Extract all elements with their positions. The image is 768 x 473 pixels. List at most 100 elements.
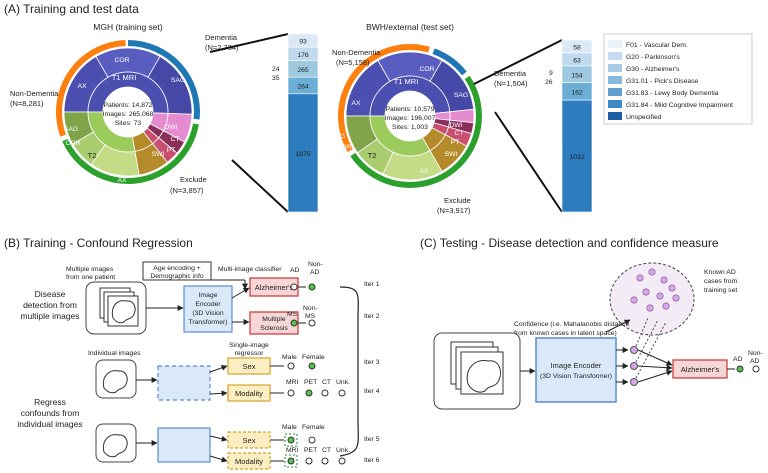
cohort-ring-segment (338, 44, 430, 153)
bwh-bar-side-label: 9 (549, 70, 553, 77)
sex-regressor-label: Sex (243, 436, 256, 445)
iter-label: Iter 1 (364, 281, 380, 288)
brain-icon (466, 359, 502, 393)
multi-image-stack (85, 281, 147, 335)
bar-segment-value: 58 (573, 44, 581, 51)
mgh-pt-label: PT (167, 147, 176, 154)
pet-label: PET (304, 447, 317, 454)
test-image-encoder (535, 337, 617, 403)
known-ad-point (646, 304, 654, 312)
pet-node (305, 389, 313, 397)
mgh-title: MGH (training set) (93, 22, 163, 32)
bwh-swi-label: SWI (445, 151, 458, 158)
cohort-ring-segment (56, 40, 126, 137)
test-alzheimers-label: Alzheimer's (681, 365, 720, 374)
legend-swatch (608, 88, 622, 96)
bwh-sag2-label: SAG (331, 133, 345, 140)
legend-swatch (608, 64, 622, 72)
mgh-center-images: Images: 265,068 (103, 111, 154, 118)
modality-regressor-label: Modality (235, 457, 263, 466)
bwh-center-patients: Patients: 10,579 (385, 106, 434, 113)
target-highlight (284, 454, 298, 468)
bwh-center-sites: Sites: 1,003 (392, 124, 428, 131)
unk-node (338, 389, 346, 397)
known-ad-point (660, 276, 668, 284)
bwh-zoom-line-top (473, 39, 563, 85)
known-ad-label: training set (704, 287, 737, 294)
panel-c-title: (C) Testing - Disease detection and conf… (420, 236, 719, 250)
bar-segment-value: 93 (299, 39, 307, 46)
bwh-t2-label: T2 (368, 151, 377, 160)
mgh-t1-label: T1 MRI (112, 73, 137, 82)
bwh-bar-side-label: 26 (545, 79, 553, 86)
mri-node (287, 389, 295, 397)
distance-line (635, 317, 649, 347)
arrow (637, 369, 673, 383)
mgh-bar-side-label: 24 (272, 66, 280, 73)
legend-entry: G31.83 - Lewy Body Dementia (626, 90, 719, 97)
mri-label: MRI (286, 379, 299, 386)
mgh-non-dementia-label: Non-Dementia (10, 89, 59, 98)
mgh-bar-side-label: 35 (272, 75, 280, 82)
mgh-ax-label: AX (77, 83, 87, 90)
mgh-center-sites: Sites: 73 (115, 120, 142, 127)
bar-segment-value: 176 (297, 52, 309, 59)
ms-label: MS (287, 311, 298, 318)
image-encoder-label: Image (199, 292, 218, 299)
disease-detection-label: detection from (23, 300, 77, 310)
male-node (287, 436, 295, 444)
iter-label: Iter 2 (364, 313, 380, 320)
single-image-regressor-label: Single-image (229, 342, 269, 349)
ad-node (290, 283, 298, 291)
arrow (209, 390, 228, 397)
ms-classifier-label: Multiple (262, 316, 286, 323)
legend-entry: G30 - Alzheimer's (626, 66, 680, 73)
brain-icon (102, 370, 128, 394)
bwh-dementia-n: (N=1,504) (494, 79, 528, 88)
test-non-ad-label: AD (750, 358, 760, 365)
mgh-center-patients: Patients: 14,872 (103, 102, 152, 109)
non-ad-node (308, 283, 316, 291)
female-node (308, 436, 316, 444)
legend-swatch (608, 112, 622, 120)
bwh-title: BWH/external (test set) (366, 22, 454, 32)
iter-label: Iter 6 (364, 457, 380, 464)
ct-node (321, 389, 329, 397)
non-ms-node (308, 319, 316, 327)
donut-center (385, 91, 435, 141)
mgh-sag-label: SAG (171, 77, 185, 84)
multi-image-classifier-label: Multi-image classifier (218, 266, 282, 273)
regress-confounds-label: individual images (17, 419, 82, 429)
bwh-dwi-label: DWI (449, 122, 462, 129)
ct-label: CT (322, 447, 331, 454)
known-ad-point (636, 274, 644, 282)
bwh-rings (338, 44, 482, 188)
bwh-t1-label: T1 MRI (394, 77, 419, 86)
ct-node (321, 457, 329, 465)
test-encoder-label: (3D Vision Transformer) (540, 373, 612, 380)
female-node (308, 362, 316, 370)
single-image-regressor-label: regressor (235, 350, 264, 357)
latent-points (630, 268, 680, 312)
panel-b-title: (B) Training - Confound Regression (4, 236, 193, 250)
mgh-exclude-label: Exclude (180, 175, 207, 184)
age-encoding-label: Demographic info (150, 273, 203, 280)
test-ad-label: AD (733, 356, 743, 363)
single-image-frame (95, 359, 137, 399)
iter-label: Iter 4 (364, 388, 380, 395)
panel-a-title: (A) Training and test data (4, 2, 139, 16)
alzheimers-classifier-label: Alzheimer's (255, 283, 294, 292)
mgh-t2-label: T2 (88, 151, 97, 160)
legend-swatch (608, 76, 622, 84)
mgh-dementia-n: (N=2,734) (205, 43, 239, 52)
individual-images-label: Individual images (88, 350, 141, 357)
bwh-sag-label: SAG (454, 92, 468, 99)
regress-confounds-label: confounds from (21, 408, 80, 418)
legend-swatch (608, 40, 622, 48)
ms-node (290, 319, 298, 327)
bwh-center-images: Images: 196,007 (385, 115, 436, 122)
